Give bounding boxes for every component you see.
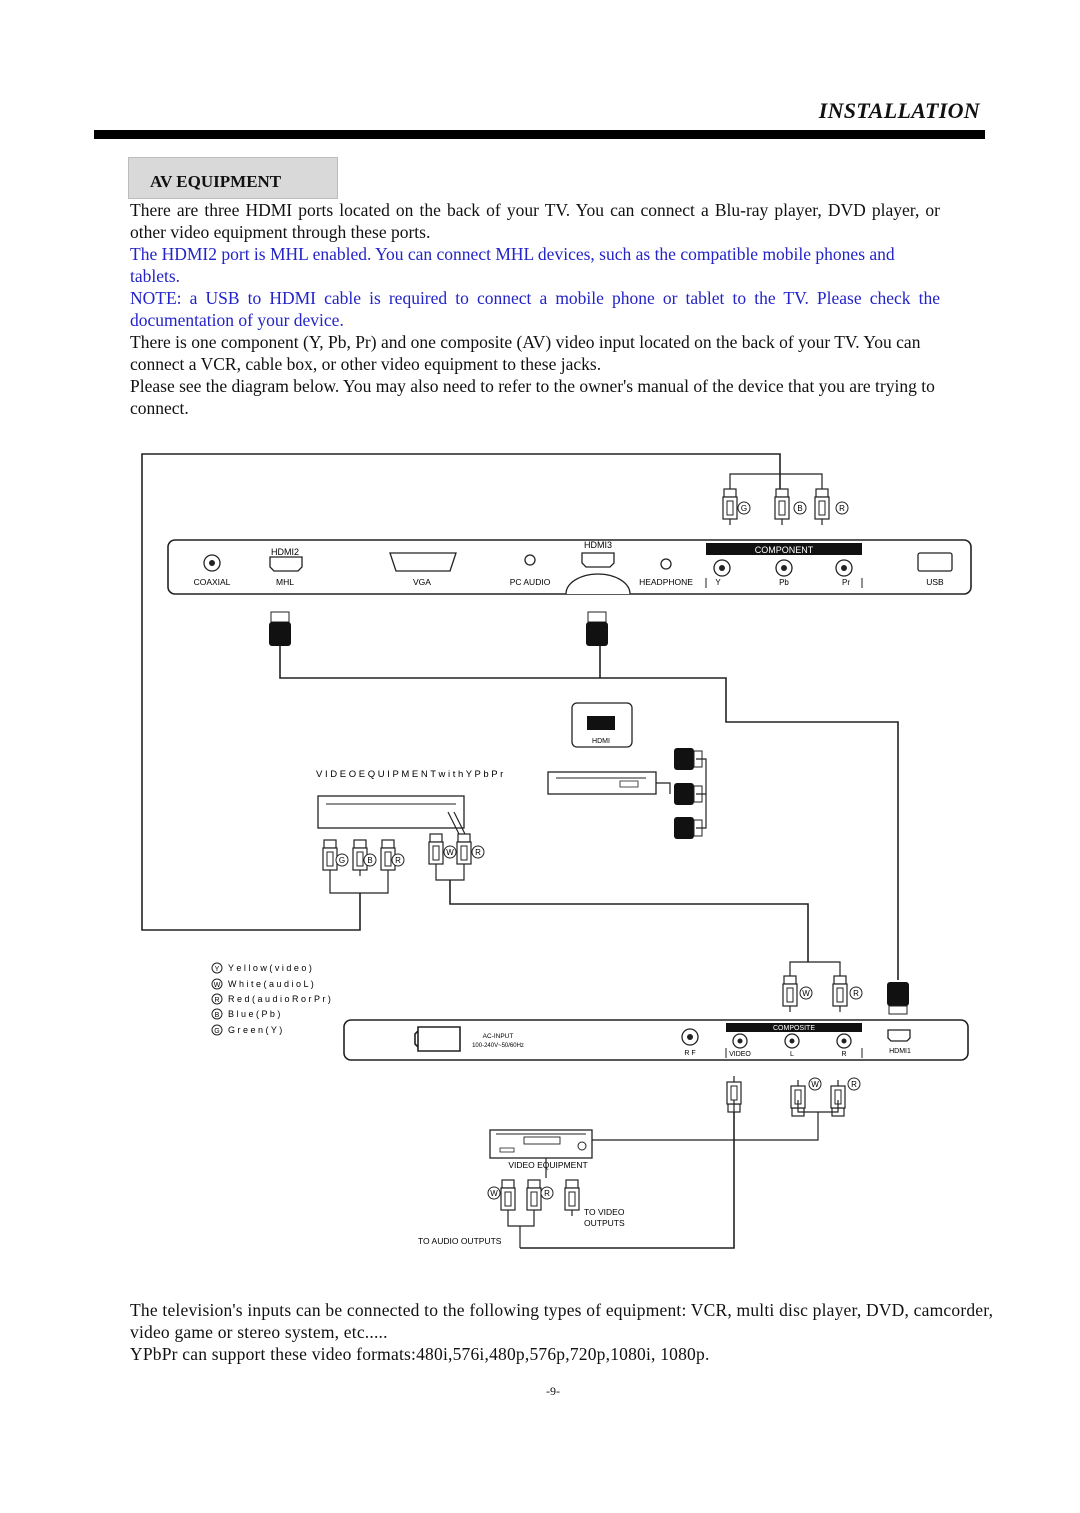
vcr-plugs: W R <box>487 1179 580 1248</box>
plug-letter: R <box>839 504 845 513</box>
y-label: Y <box>715 578 721 587</box>
note-paragraph: NOTE: a USB to HDMI cable is required to… <box>130 288 940 330</box>
section-tab <box>128 157 338 199</box>
vga-port-icon <box>389 552 457 572</box>
usb-port-icon <box>917 552 953 572</box>
usb-label: USB <box>926 577 944 587</box>
legend-letter: Y <box>215 966 220 973</box>
header-rule <box>94 130 985 139</box>
hdmi-device: HDMI <box>547 702 707 840</box>
plug-letter: R <box>475 848 481 857</box>
legend-letter: R <box>214 997 219 1004</box>
to-audio-outputs-label: TO AUDIO OUTPUTS <box>418 1236 502 1246</box>
r-label: R <box>841 1051 846 1058</box>
composite-plugs-upper: W R <box>782 961 863 1013</box>
pr-label: Pr <box>842 578 850 587</box>
component-paragraph: There is one component (Y, Pb, Pr) and o… <box>130 332 921 374</box>
ypbpr-equipment-device <box>317 795 467 837</box>
plug-letter: G <box>339 856 345 865</box>
to-video-outputs-label: TO VIDEO <box>584 1207 625 1217</box>
legend-letter: G <box>214 1028 219 1035</box>
plug-letter: W <box>490 1189 498 1198</box>
pc-audio-port-icon <box>524 554 536 566</box>
hdmi1-label: HDMI1 <box>889 1048 911 1055</box>
legend-letter: W <box>214 982 221 989</box>
ypbpr-plugs: G B R W R <box>322 833 485 894</box>
hdmi-cable-plug-icon <box>268 611 292 647</box>
mhl-paragraph: The HDMI2 port is MHL enabled. You can c… <box>130 244 895 286</box>
plug-letter: W <box>811 1080 819 1089</box>
color-legend: Y Y e l l o w ( v i d e o ) W W h i t e … <box>211 962 331 1036</box>
hdmi-device-label: HDMI <box>592 738 610 745</box>
hdmi1-plug <box>887 982 909 1015</box>
to-video-outputs-label-2: OUTPUTS <box>584 1218 625 1228</box>
hdmi2-label: HDMI2 <box>271 547 299 557</box>
legend-yellow: Y e l l o w ( v i d e o ) <box>228 963 312 973</box>
legend-blue: B l u e ( P b ) <box>228 1009 280 1019</box>
ac-input-label: AC-INPUT <box>483 1033 514 1040</box>
diagram-hint-paragraph: Please see the diagram below. You may al… <box>130 376 935 418</box>
plug-letter: R <box>544 1189 550 1198</box>
composite-plugs-lower: W R <box>545 1075 861 1178</box>
hdmi3-port-icon <box>581 552 615 568</box>
plug-letter: R <box>853 989 859 998</box>
ac-spec-label: 100-240V~50/60Hz <box>472 1043 524 1049</box>
plug-letter: W <box>446 848 454 857</box>
vcr-device <box>489 1129 593 1159</box>
composite-label: COMPOSITE <box>773 1025 815 1032</box>
headphone-port-icon <box>660 558 672 570</box>
hdmi-cable-plug-icon <box>585 611 609 647</box>
frame-lines <box>141 453 899 1249</box>
plug-letter: G <box>741 504 747 513</box>
intro-paragraph-hdmi: There are three HDMI ports located on th… <box>130 200 940 242</box>
plug-letter: R <box>395 856 401 865</box>
legend-green: G r e e n ( Y ) <box>228 1025 282 1035</box>
plug-letter: W <box>802 989 810 998</box>
headphone-label: HEADPHONE <box>639 577 693 587</box>
hdmi3-label: HDMI3 <box>584 540 612 550</box>
legend-red: R e d ( a u d i o R o r P r ) <box>228 994 331 1004</box>
tv-back-panel-bottom: AC-INPUT 100-240V~50/60Hz R F COMPOSITE … <box>343 1019 969 1061</box>
page-number: -9- <box>546 1384 560 1398</box>
plug-letter: B <box>797 504 802 513</box>
pb-label: Pb <box>779 578 789 587</box>
hdmi2-port-icon <box>269 556 303 572</box>
pc-audio-label: PC AUDIO <box>510 577 551 587</box>
tv-back-panel-top: COMPONENT HDMI2 HDMI3 COAXIAL MHL VGA PC… <box>167 539 972 595</box>
page-header-title: INSTALLATION <box>818 98 980 123</box>
ypbpr-equipment-label: V I D E O E Q U I P M E N T w i t h Y P … <box>316 769 503 780</box>
footer-formats-paragraph: YPbPr can support these video formats:48… <box>130 1344 710 1364</box>
hdmi1-port-icon <box>887 1029 911 1042</box>
component-plugs-top: G B R <box>722 473 849 526</box>
legend-letter: B <box>215 1012 220 1019</box>
component-label: COMPONENT <box>755 545 814 555</box>
plug-letter: R <box>851 1080 857 1089</box>
video-label: VIDEO <box>729 1051 751 1058</box>
ac-input-icon <box>414 1026 461 1052</box>
rf-label: R F <box>684 1050 695 1057</box>
coaxial-label: COAXIAL <box>194 577 231 587</box>
vcr-label: VIDEO EQUIPMENT <box>508 1160 587 1170</box>
vga-label: VGA <box>413 577 431 587</box>
legend-white: W h i t e ( a u d i o L ) <box>228 979 314 989</box>
footer-equipment-paragraph: The television's inputs can be connected… <box>130 1300 994 1342</box>
plug-letter: B <box>367 856 372 865</box>
l-label: L <box>790 1051 794 1058</box>
mhl-label: MHL <box>276 577 294 587</box>
section-title: AV EQUIPMENT <box>150 172 282 191</box>
